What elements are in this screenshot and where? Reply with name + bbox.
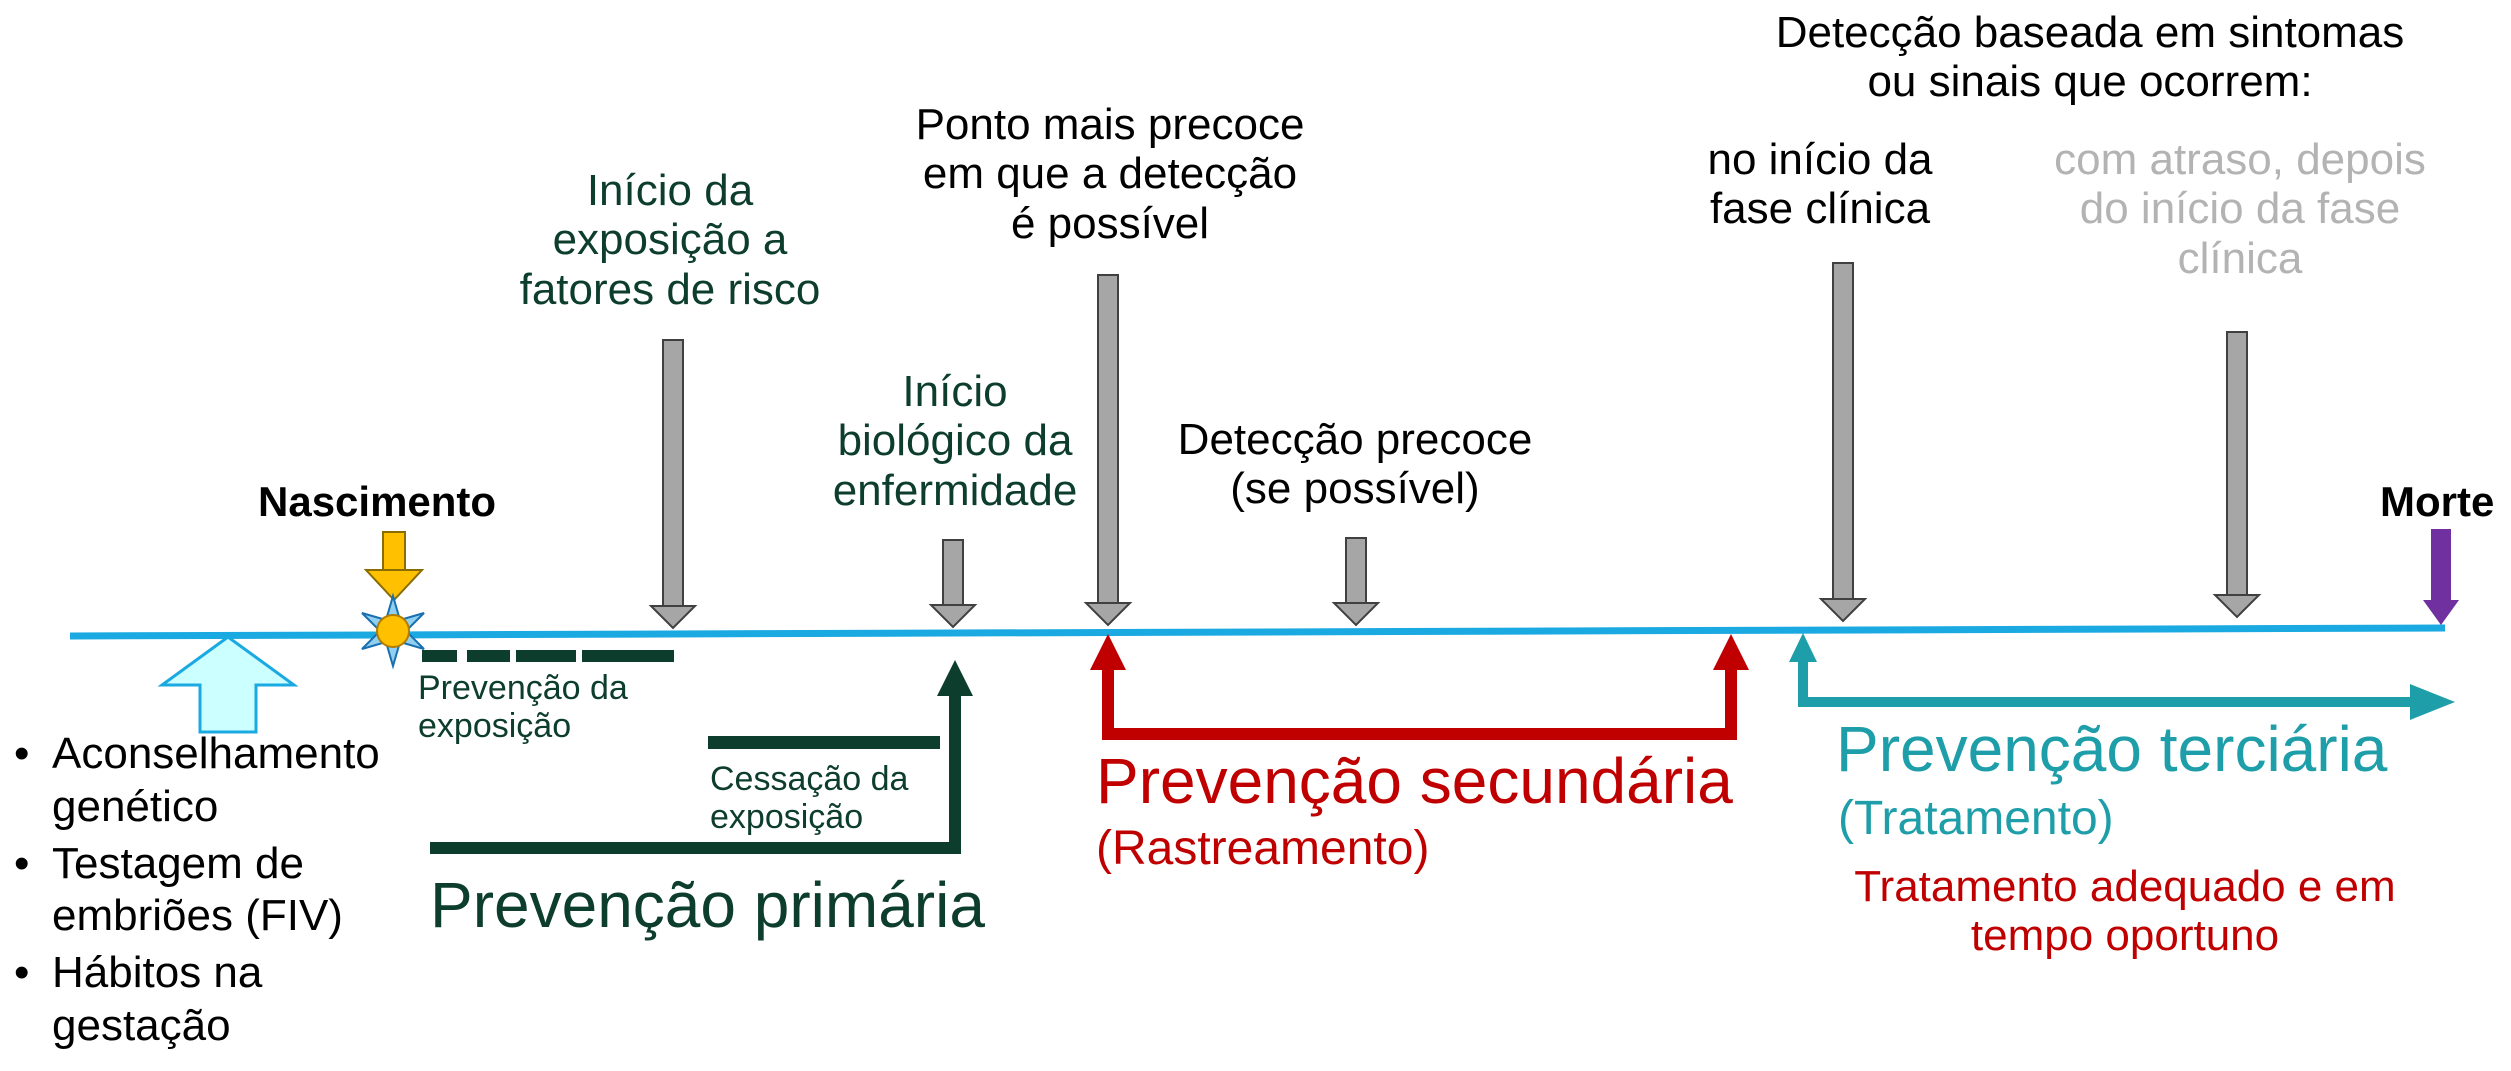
arrow-clinical-onset: [1818, 262, 1868, 623]
prebirth-list: • Aconselhamento genético • Testagem de …: [10, 728, 380, 1053]
label-com-atraso: com atraso, depois do início da fase clí…: [2054, 135, 2426, 283]
secondary-prevention-bracket: [1090, 634, 1749, 740]
label-deteccao-precoce: Detecção precoce (se possível): [1177, 415, 1533, 514]
exposure-cessation-bar: [708, 736, 940, 749]
label-deteccao-sintomas: Detecção baseada em sintomas ou sinais q…: [1775, 8, 2405, 107]
label-nascimento: Nascimento: [258, 478, 497, 525]
label-cessacao-exposicao: Cessação da exposição: [710, 760, 909, 837]
label-tratamento: (Tratamento): [1838, 792, 2114, 845]
timeline-line: [69, 624, 2446, 640]
arrow-biological-onset: [928, 539, 978, 629]
label-inicio-fase-clinica: no início da fase clínica: [1707, 135, 1933, 234]
label-prevencao-primaria: Prevenção primária: [430, 869, 985, 941]
list-item: • Aconselhamento genético: [14, 729, 380, 831]
label-ponto-precoce: Ponto mais precoce em que a detecção é p…: [915, 100, 1305, 248]
list-item: • Hábitos na gestação: [14, 948, 263, 1050]
primary-prevention-bracket: [430, 660, 973, 854]
label-inicio-exposicao: Início da exposição a fatores de risco: [519, 166, 821, 314]
prebirth-up-arrow: [157, 635, 299, 734]
arrow-delayed-detection: [2212, 331, 2262, 619]
arrow-earliest-detection: [1083, 274, 1133, 627]
label-tratamento-adequado: Tratamento adequado e em tempo oportuno: [1854, 862, 2396, 961]
birth-arrow: [363, 531, 425, 602]
sun-icon: [361, 592, 425, 670]
list-item: • Testagem de embriões (FIV): [14, 838, 343, 941]
arrow-exposure-start: [648, 339, 698, 630]
tertiary-prevention-bracket: [1789, 633, 2455, 720]
label-inicio-biologico: Início biológico da enfermidade: [832, 367, 1078, 515]
label-rastreamento: (Rastreamento): [1096, 822, 1430, 875]
arrow-early-detection: [1331, 537, 1381, 627]
label-morte: Morte: [2380, 478, 2495, 525]
label-prevencao-terciaria: Prevenção terciária: [1836, 713, 2388, 785]
label-prevencao-secundaria: Prevenção secundária: [1096, 745, 1733, 817]
exposure-prevention-bar: [422, 650, 674, 662]
death-arrow: [2423, 529, 2459, 625]
label-prevencao-exposicao: Prevenção da exposição: [418, 669, 628, 746]
